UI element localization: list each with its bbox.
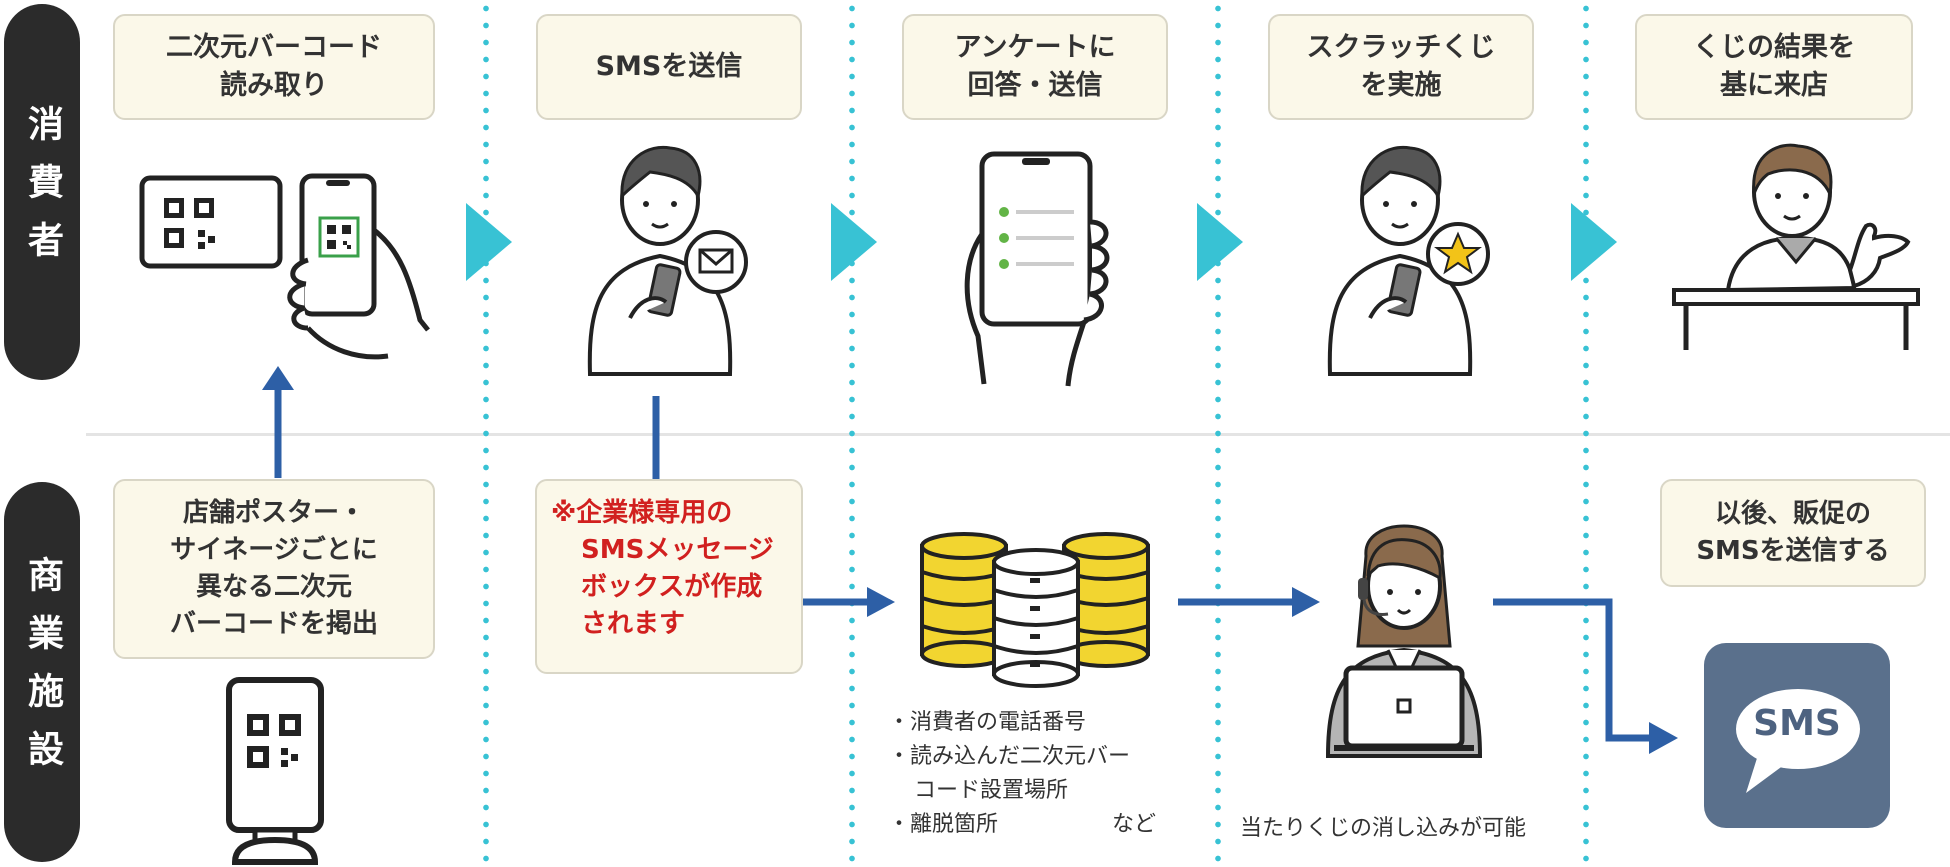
data-item: など	[1111, 812, 1156, 837]
sms-box-note: ※企業様専用の SMSメッセージ ボックスが作成 されます	[535, 479, 803, 674]
flow-arrow-right	[801, 587, 895, 617]
step-text: 二次元バーコード	[166, 32, 382, 63]
promo-text: 以後、販促の	[1714, 499, 1871, 529]
chevron-right-icon	[1197, 203, 1243, 281]
person-phone-star-illustration	[1327, 145, 1490, 376]
promo-info-box: 以後、販促の SMSを送信する	[1660, 479, 1926, 587]
qr-scan-illustration	[139, 173, 430, 360]
chevron-right-icon	[1571, 203, 1617, 281]
step-text: を実施	[1360, 70, 1442, 101]
step-box-send-sms: SMSを送信	[536, 14, 802, 120]
chevron-right-icon	[466, 203, 512, 281]
lane-label-facility: 商業施設	[4, 482, 80, 862]
step-box-scratch: スクラッチくじを実施	[1268, 14, 1534, 120]
note-text: ボックスが作成	[581, 572, 763, 602]
step-text: アンケートに	[954, 32, 1116, 63]
poster-text: サイネージごとに	[170, 535, 378, 565]
note-text: されます	[581, 609, 686, 639]
step-text: 回答・送信	[967, 70, 1103, 101]
data-item: コード設置場所	[914, 778, 1069, 803]
column-divider	[1215, 0, 1221, 867]
flow-connector	[652, 396, 660, 480]
step-text: SMSを送信	[595, 51, 743, 82]
step-box-visit: くじの結果を基に来店	[1635, 14, 1913, 120]
operator-caption: 当たりくじの消し込みが可能	[1240, 816, 1527, 841]
column-divider	[849, 0, 855, 867]
person-phone-mail-illustration	[587, 145, 748, 376]
data-items-list: ・消費者の電話番号 ・読み込んだ二次元バー コード設置場所 ・離脱箇所 など	[888, 706, 1178, 842]
phone-survey-illustration	[964, 151, 1110, 387]
qr-signage-icon	[226, 677, 324, 865]
step-box-scan: 二次元バーコード読み取り	[113, 14, 435, 120]
sms-badge-text: SMS	[1753, 703, 1841, 744]
data-item: ・消費者の電話番号	[888, 710, 1087, 735]
data-item: ・離脱箇所	[888, 812, 999, 837]
speech-bubble-icon	[1736, 689, 1860, 793]
column-divider	[483, 0, 489, 867]
operator-laptop-illustration	[1325, 524, 1483, 758]
poster-text: 店舗ポスター・	[182, 498, 365, 528]
poster-text: バーコードを掲出	[169, 609, 378, 639]
promo-text: SMSを送信する	[1696, 536, 1890, 566]
lane-facility-text: 商業施設	[22, 556, 63, 788]
lane-divider	[86, 433, 1950, 436]
flow-arrow-up	[262, 366, 294, 478]
flow-arrow-right	[1178, 587, 1320, 617]
lane-label-consumer: 消費者	[4, 4, 80, 380]
note-text: SMSメッセージ	[581, 535, 774, 565]
column-divider	[1583, 0, 1589, 867]
step-text: スクラッチくじ	[1306, 32, 1496, 63]
step-text: 基に来店	[1720, 70, 1828, 101]
sms-tile: SMS	[1704, 643, 1890, 828]
chevron-right-icon	[831, 203, 877, 281]
poster-info-box: 店舗ポスター・ サイネージごとに 異なる二次元 バーコードを掲出	[113, 479, 435, 659]
flow-arrow-elbow	[1493, 598, 1678, 754]
step-text: 読み取り	[220, 70, 328, 101]
data-item: ・読み込んだ二次元バー	[888, 744, 1131, 769]
poster-text: 異なる二次元	[195, 572, 352, 602]
person-at-counter-illustration	[1672, 143, 1920, 350]
note-text: ※企業様専用の	[551, 498, 733, 528]
lane-consumer-text: 消費者	[22, 105, 63, 279]
step-text: くじの結果を	[1693, 32, 1855, 63]
step-box-survey: アンケートに回答・送信	[902, 14, 1168, 120]
database-icon	[920, 532, 1150, 688]
